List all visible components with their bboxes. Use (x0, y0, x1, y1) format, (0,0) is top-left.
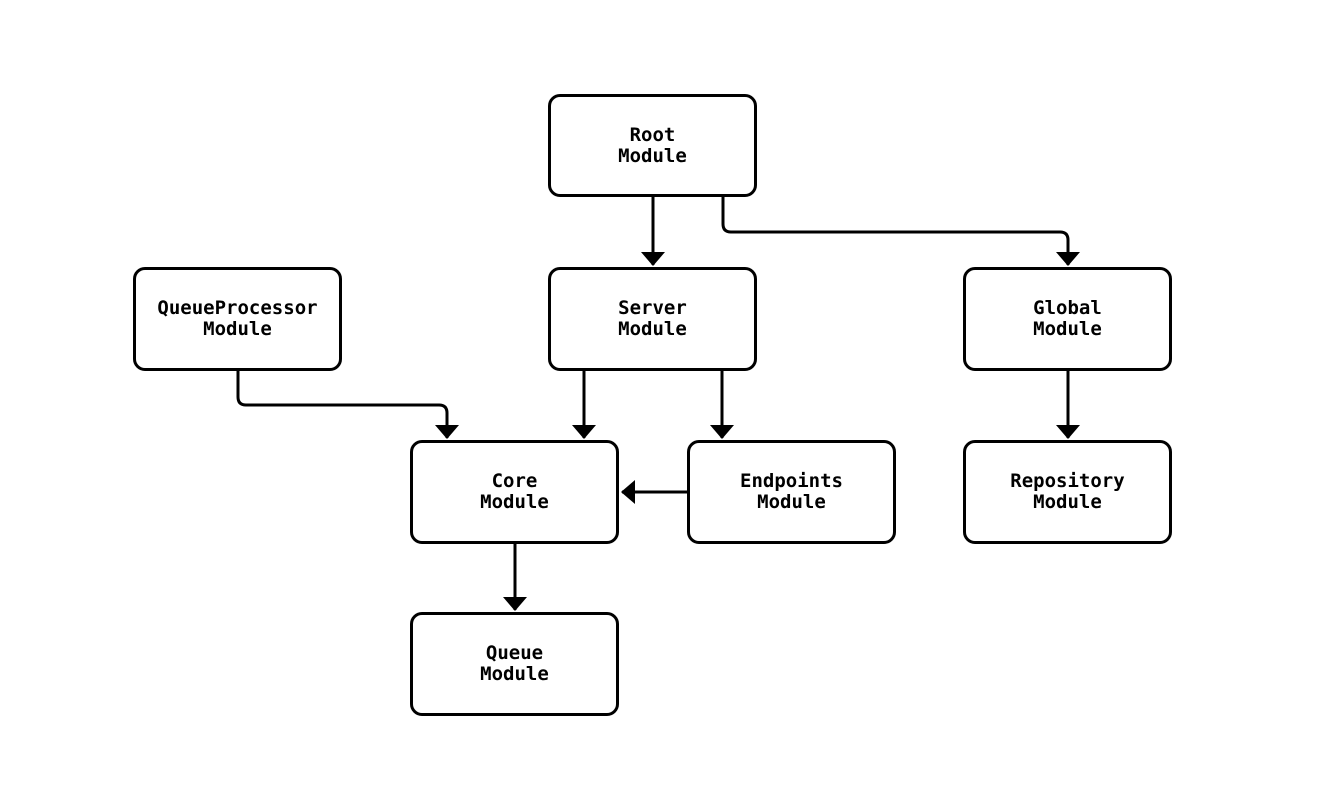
node-server-module: Server Module (548, 267, 757, 371)
node-label: Repository Module (1010, 470, 1125, 513)
node-root-module: Root Module (548, 94, 757, 197)
node-label: Endpoints Module (740, 470, 843, 513)
node-queueprocessor-module: QueueProcessor Module (133, 267, 342, 371)
edge-root-module-to-global-module (721, 197, 1080, 266)
node-label: Global Module (1033, 297, 1102, 340)
node-global-module: Global Module (963, 267, 1172, 371)
node-queue-module: Queue Module (410, 612, 619, 716)
node-label: Server Module (618, 297, 687, 340)
node-label: Root Module (618, 123, 687, 167)
node-label: Core Module (480, 470, 549, 513)
node-label: Queue Module (480, 642, 549, 685)
node-repository-module: Repository Module (963, 440, 1172, 544)
node-core-module: Core Module (410, 440, 619, 544)
edge-queueprocessor-module-to-core-module (236, 371, 459, 439)
node-endpoints-module: Endpoints Module (687, 440, 896, 544)
node-label: QueueProcessor Module (157, 297, 318, 340)
